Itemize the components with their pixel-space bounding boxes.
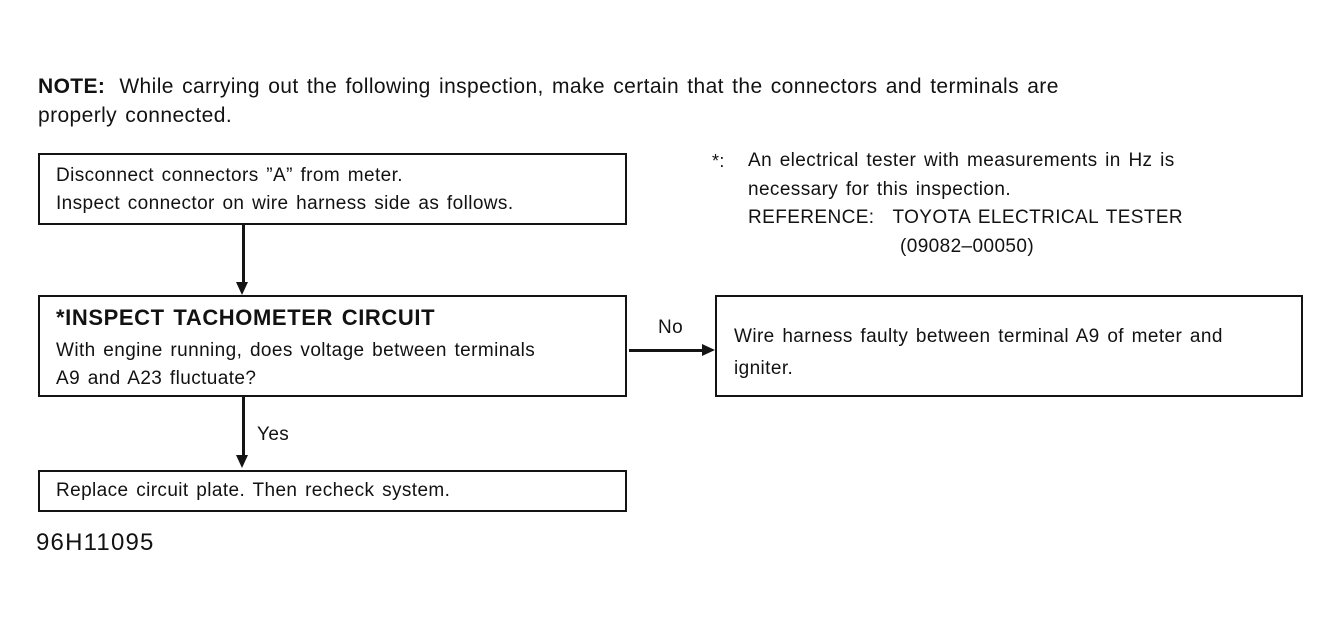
reference-part-number: (09082–00050)	[900, 235, 1035, 257]
connector-line-step1-to-decision	[242, 224, 245, 284]
asterisk-marker: *:	[712, 151, 725, 171]
connector-line-no-branch	[629, 349, 705, 352]
note-label: NOTE:	[38, 75, 106, 98]
reference-label: REFERENCE:	[748, 207, 875, 228]
no-result-line-2: igniter.	[734, 358, 794, 379]
tester-footnote: *: An electrical tester with measurement…	[712, 147, 1272, 261]
arrowhead-right-icon	[702, 344, 715, 356]
decision-question-line-2: A9 and A23 fluctuate?	[56, 368, 257, 389]
step1-line-1: Disconnect connectors ”A” from meter.	[56, 165, 403, 186]
note-paragraph: NOTE: While carrying out the following in…	[38, 72, 1323, 130]
arrowhead-down-icon	[236, 282, 248, 295]
connector-line-yes-branch	[242, 397, 245, 456]
flow-box-replace-circuit-plate: Replace circuit plate. Then recheck syst…	[38, 470, 627, 512]
flow-box-wire-harness-faulty: Wire harness faulty between terminal A9 …	[715, 295, 1303, 397]
arrowhead-down-icon	[236, 455, 248, 468]
reference-name: TOYOTA ELECTRICAL TESTER	[892, 207, 1184, 228]
figure-code: 96H11095	[36, 529, 155, 556]
step1-line-2: Inspect connector on wire harness side a…	[56, 193, 514, 214]
yes-branch-label: Yes	[257, 424, 290, 445]
yes-result-text: Replace circuit plate. Then recheck syst…	[56, 480, 451, 501]
tester-footnote-line-2: necessary for this inspection.	[748, 178, 1012, 200]
note-line-1-text: While carrying out the following inspect…	[119, 75, 1059, 98]
note-line-1: NOTE: While carrying out the following in…	[38, 72, 1323, 101]
note-line-2-text: properly connected.	[38, 104, 233, 127]
flow-box-inspect-tachometer-circuit: *INSPECT TACHOMETER CIRCUIT With engine …	[38, 295, 627, 397]
decision-question-line-1: With engine running, does voltage betwee…	[56, 340, 536, 361]
decision-title: *INSPECT TACHOMETER CIRCUIT	[56, 305, 436, 330]
tester-footnote-line-1: An electrical tester with measurements i…	[748, 150, 1175, 171]
flow-box-disconnect-connectors: Disconnect connectors ”A” from meter. In…	[38, 153, 627, 225]
tester-footnote-body: An electrical tester with measurements i…	[748, 147, 1183, 261]
tester-reference-line: REFERENCE: TOYOTA ELECTRICAL TESTER	[748, 204, 1183, 233]
no-result-line-1: Wire harness faulty between terminal A9 …	[734, 326, 1223, 347]
no-branch-label: No	[658, 317, 684, 338]
